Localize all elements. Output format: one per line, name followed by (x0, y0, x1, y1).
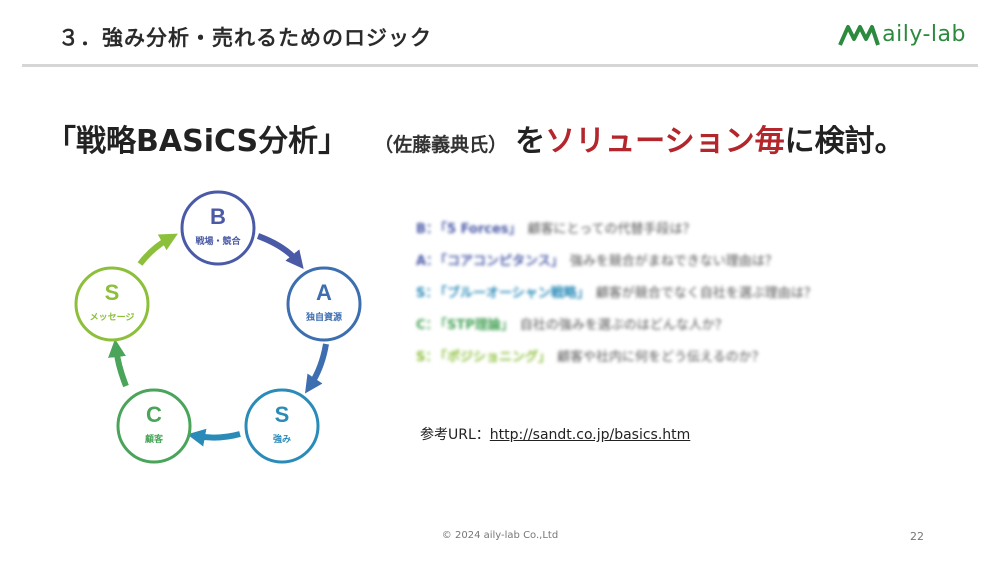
headline-accent: ソリューション毎 (545, 124, 785, 159)
slide-headline: 「戦略BASiCS分析」 （佐藤義典氏） を ソリューション毎 に検討。 (46, 116, 976, 160)
basics-cycle-diagram: B 戦場・競合 A 独自資源 S 強み C 顧客 S メッセージ (74, 190, 362, 464)
node-b-letter: B (210, 204, 226, 229)
node-c-letter: C (146, 402, 162, 427)
question-text: 顧客や社内に何をどう伝えるのか？ (557, 350, 765, 365)
node-s-label: 強み (273, 433, 291, 445)
arrow-c-to-s (108, 339, 129, 388)
cycle-node-b: B 戦場・競合 (180, 190, 256, 266)
basics-question-list: B： 「5 Forces」 顧客にとっての代替手段は？ A： 「コアコンピタンス… (416, 215, 976, 375)
cycle-node-s-strength: S 強み (244, 388, 320, 464)
question-row-s-strength: S： 「ブルーオーシャン戦略」 顧客が競合でなく自社を選ぶ理由は？ (416, 279, 976, 304)
headline-particle: を (515, 124, 546, 159)
node-m-label: メッセージ (90, 312, 135, 323)
question-tag: 「ポジショニング」 (434, 350, 552, 365)
node-s-letter: S (275, 402, 290, 427)
company-logo: aily-lab (838, 22, 966, 47)
question-letter: S： (416, 350, 439, 365)
question-row-b: B： 「5 Forces」 顧客にとっての代替手段は？ (416, 215, 976, 240)
reference-url: 参考URL：http://sandt.co.jp/basics.htm (420, 424, 690, 444)
question-text: 顧客にとっての代替手段は？ (527, 222, 696, 237)
headline-end: に検討。 (784, 124, 905, 159)
headline-author: （佐藤義典氏） (374, 134, 508, 156)
reference-link[interactable]: http://sandt.co.jp/basics.htm (489, 427, 691, 443)
cycle-node-c: C 顧客 (116, 388, 192, 464)
question-row-a: A： 「コアコンピタンス」 強みを競合がまねできない理由は？ (416, 247, 976, 272)
question-letter: B： (416, 222, 439, 237)
cycle-node-a: A 独自資源 (286, 266, 362, 342)
question-text: 顧客が競合でなく自社を選ぶ理由は？ (595, 286, 817, 301)
footer-copyright: © 2024 aily-lab Co.,Ltd (441, 530, 559, 541)
node-a-label: 独自資源 (305, 311, 342, 323)
question-letter: A： (416, 254, 440, 269)
question-text: 自社の強みを選ぶのはどんな人か？ (519, 318, 728, 333)
reference-label: 参考URL： (420, 427, 490, 443)
arrow-a-to-s (305, 343, 329, 394)
arrow-b-to-a (256, 233, 304, 269)
question-tag: 「STP理論」 (434, 318, 514, 333)
question-tag: 「5 Forces」 (434, 222, 522, 237)
question-letter: C： (416, 318, 439, 333)
node-c-label: 顧客 (145, 433, 164, 445)
page-number: 22 (910, 530, 924, 543)
node-m-letter: S (105, 280, 120, 305)
header-divider (22, 64, 978, 67)
question-text: 強みを競合がまねできない理由は？ (569, 254, 778, 269)
question-row-s-message: S： 「ポジショニング」 顧客や社内に何をどう伝えるのか？ (416, 343, 976, 368)
arrow-s-to-c (187, 428, 241, 447)
question-tag: 「ブルーオーシャン戦略」 (434, 286, 590, 301)
cycle-node-s-message: S メッセージ (74, 266, 150, 342)
logo-mark-icon (838, 24, 881, 46)
headline-main: 「戦略BASiCS分析」 (46, 124, 349, 159)
question-row-c: C： 「STP理論」 自社の強みを選ぶのはどんな人か？ (416, 311, 976, 336)
arrow-s-to-b (137, 233, 178, 266)
node-a-letter: A (316, 280, 332, 305)
question-tag: 「コアコンピタンス」 (434, 254, 564, 269)
logo-text: aily-lab (882, 22, 966, 47)
node-b-label: 戦場・競合 (195, 235, 241, 247)
question-letter: S： (416, 286, 439, 301)
section-title: ３．強み分析・売れるためのロジック (58, 26, 432, 50)
